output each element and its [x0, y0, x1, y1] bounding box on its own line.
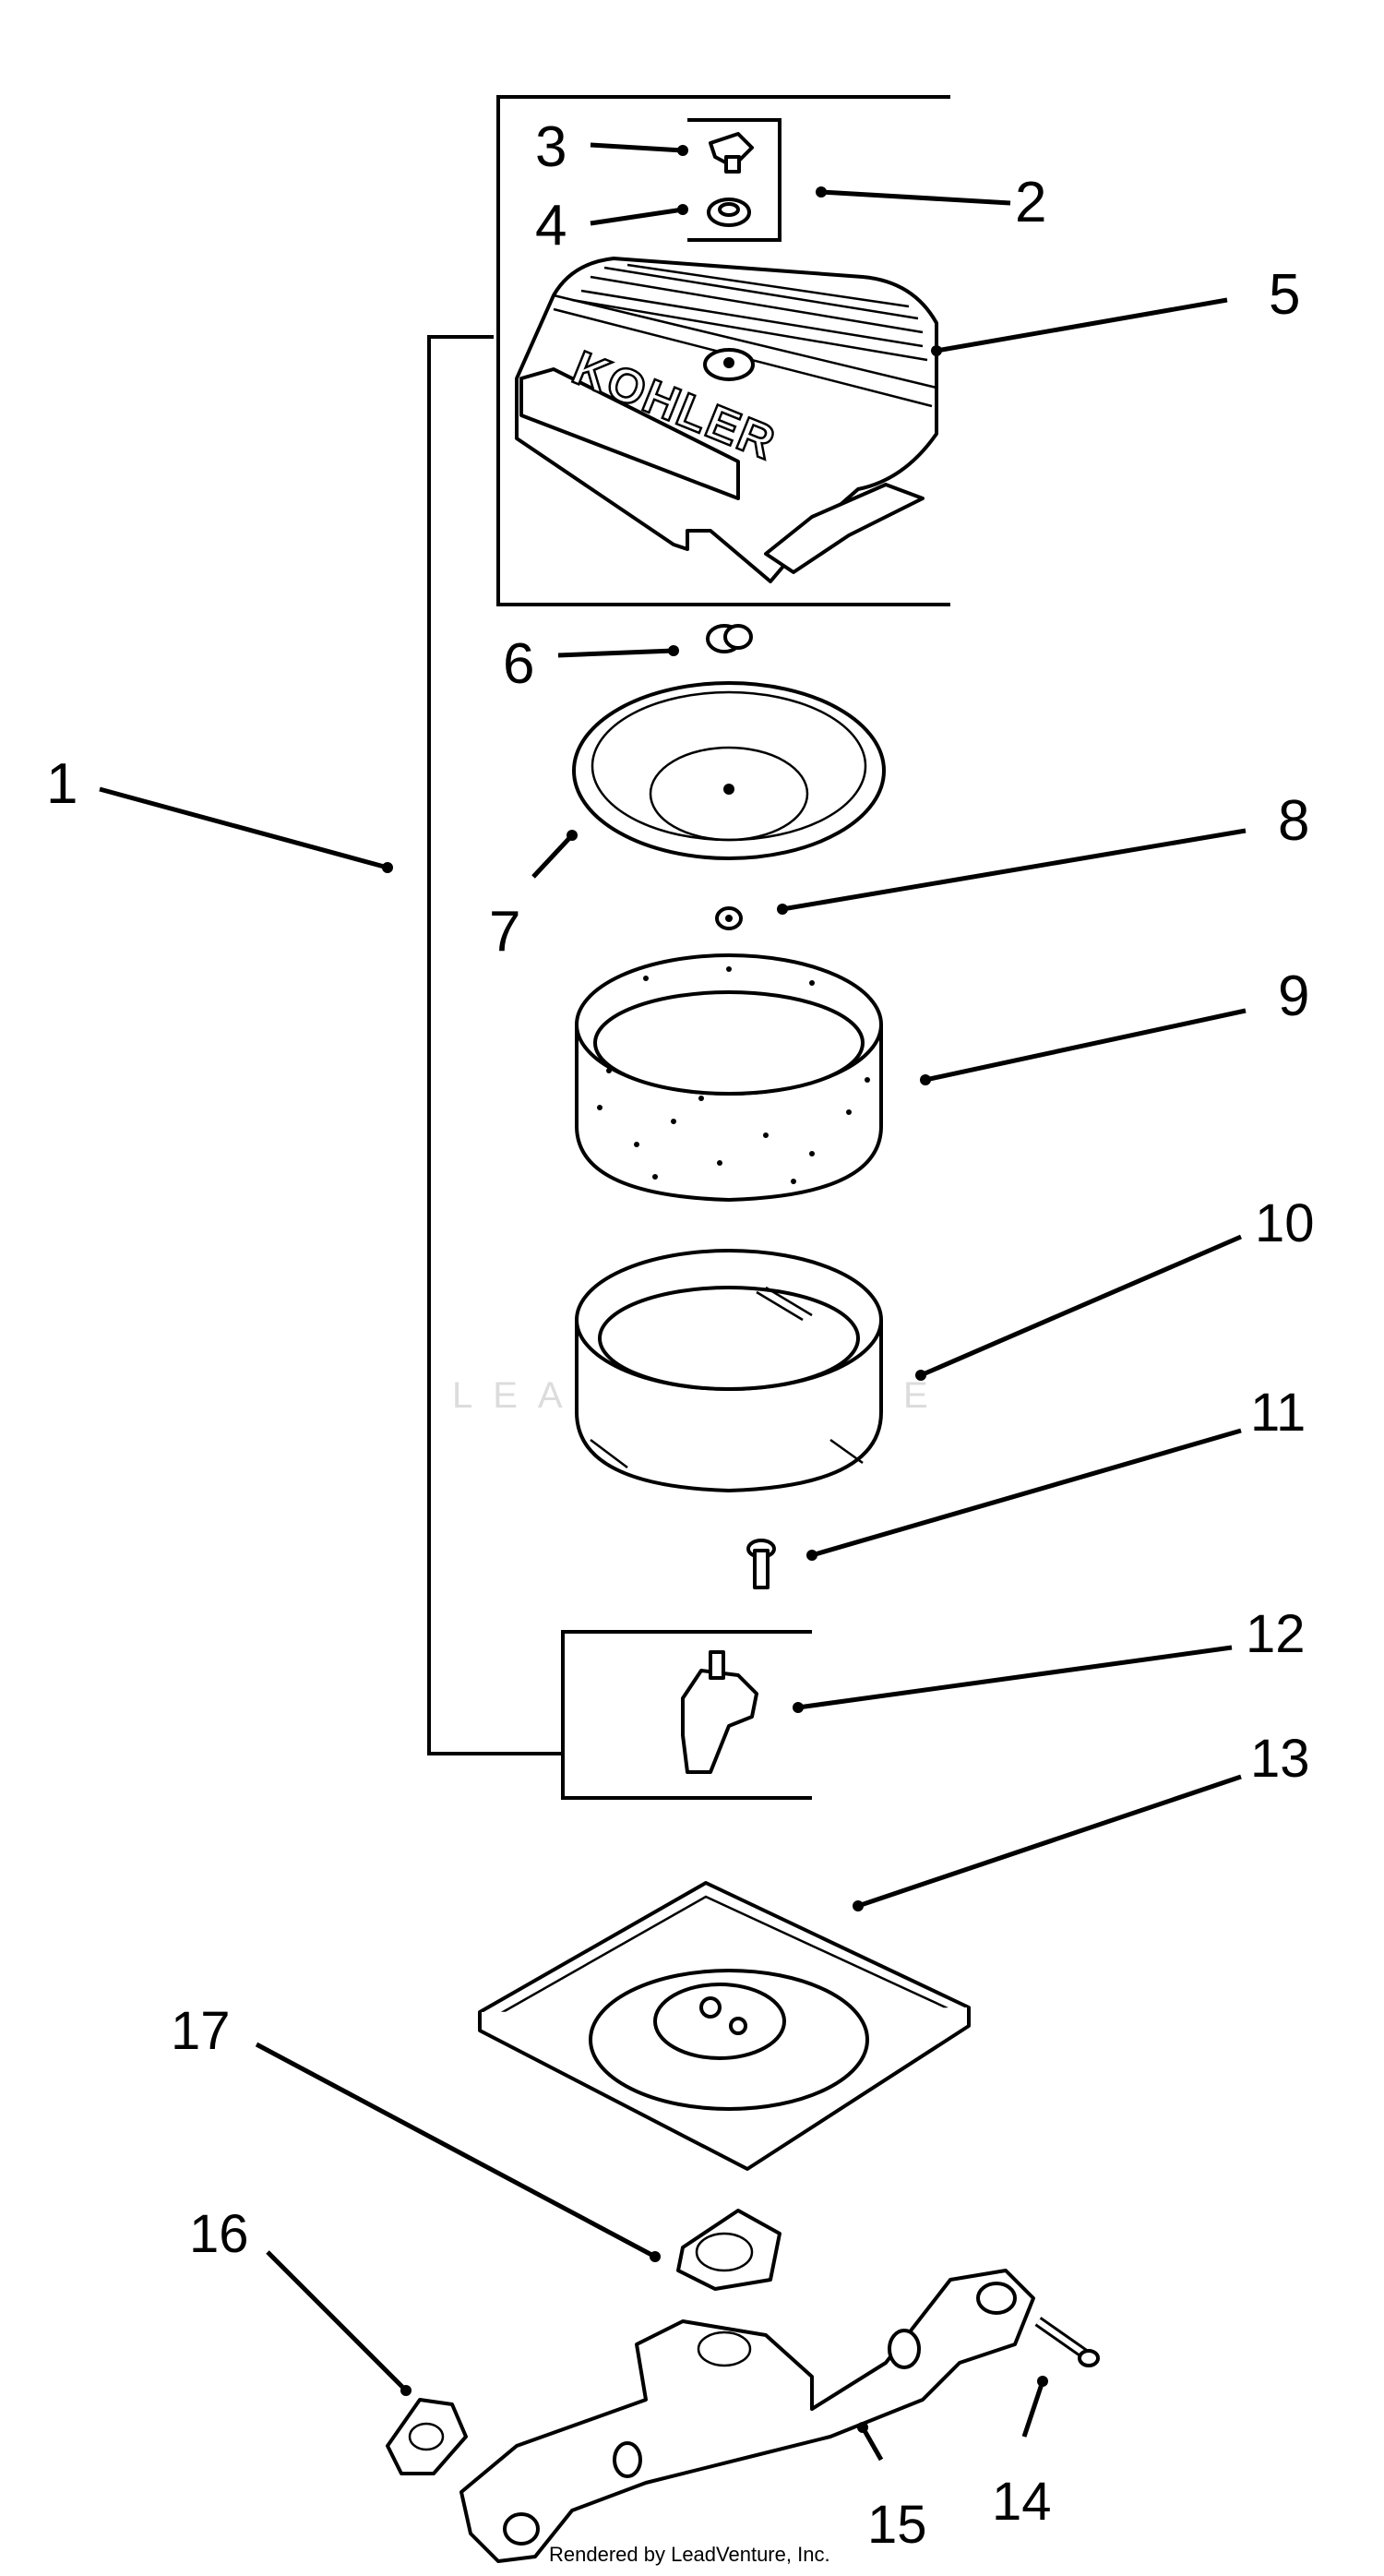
leader-dots — [382, 145, 1048, 2433]
callout-10: 10 — [1255, 1193, 1315, 1253]
part-9-precleaner — [575, 953, 883, 1202]
callout-4: 4 — [535, 194, 567, 258]
part-16-gasket — [386, 2398, 468, 2475]
callout-6: 6 — [503, 632, 534, 696]
callout-13: 13 — [1250, 1729, 1310, 1789]
knob-box — [687, 118, 781, 242]
part-17-gasket — [676, 2209, 781, 2291]
part-5-cover: KOHLER — [515, 257, 938, 583]
footer-credit: Rendered by LeadVenture, Inc. — [549, 2543, 830, 2566]
part-3-knob — [709, 132, 754, 174]
part-12-bracket — [681, 1650, 758, 1774]
callout-1: 1 — [46, 752, 78, 816]
part-8-nut — [715, 906, 743, 930]
bracket-box — [561, 1630, 812, 1800]
part-14-bolt — [1034, 2317, 1100, 2367]
callout-14: 14 — [992, 2472, 1052, 2532]
part-7-cover-plate — [572, 681, 886, 860]
callout-17: 17 — [171, 2001, 231, 2061]
callout-15: 15 — [867, 2495, 927, 2555]
callout-12: 12 — [1246, 1604, 1306, 1664]
part-15-manifold — [459, 2269, 1035, 2563]
cover-assembly-box — [496, 95, 950, 606]
callout-7: 7 — [489, 900, 520, 964]
callout-8: 8 — [1278, 789, 1309, 853]
part-11-screw — [746, 1539, 776, 1589]
callout-16: 16 — [189, 2204, 249, 2264]
callout-2: 2 — [1015, 171, 1046, 234]
part-10-element — [575, 1249, 883, 1492]
part-6-nut — [706, 624, 753, 653]
callout-3: 3 — [535, 115, 567, 179]
callout-11: 11 — [1250, 1383, 1306, 1443]
leader-lines — [99, 142, 1247, 2462]
kit-bracket — [427, 335, 563, 1755]
part-4-washer — [707, 198, 751, 227]
callout-5: 5 — [1269, 263, 1300, 327]
part-13-base — [478, 1881, 971, 2171]
callout-9: 9 — [1278, 965, 1309, 1028]
